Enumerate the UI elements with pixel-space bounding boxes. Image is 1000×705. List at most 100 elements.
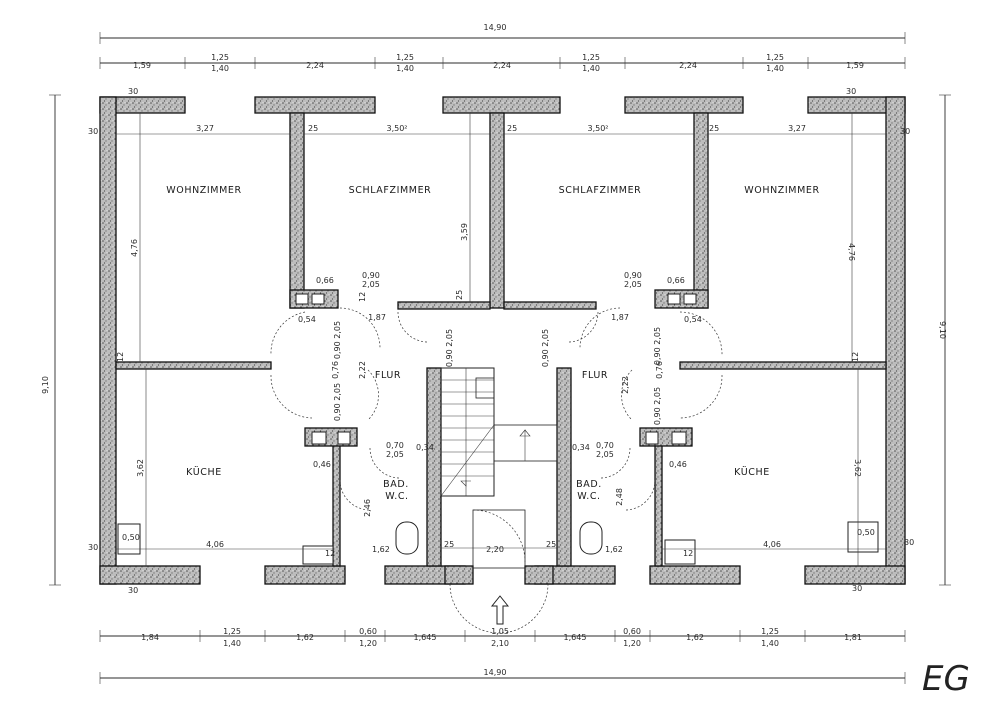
top-dim-6: 1,40 (396, 64, 414, 73)
door-dim: 0,90 2,05 (333, 321, 342, 359)
top-dim-12: 1,40 (766, 64, 784, 73)
wall-dim: 30 (904, 538, 914, 547)
wall-dim: 30 (128, 586, 138, 595)
room-label-wc-right: W.C. (577, 491, 600, 502)
dim-h-wohn-right: 4,76 (847, 243, 856, 261)
dim-bad-right: 2,48 (615, 488, 624, 506)
wall-dim: 12 (116, 352, 125, 362)
bottom-dim-11: 0,60 (623, 627, 641, 636)
small-dim: 0,54 (684, 315, 702, 324)
bottom-dim-12: 1,20 (623, 639, 641, 648)
door-dim: 0,90 2,05 (445, 329, 454, 367)
bottom-dim-16: 1,81 (844, 633, 862, 642)
door-dim: 2,05 (624, 280, 642, 289)
wall-thickness-labels: 30 30 30 30 30 30 30 30 25 25 25 25 25 2… (88, 87, 914, 595)
small-dim: 0,34 (572, 443, 590, 452)
small-dim: 0,54 (298, 315, 316, 324)
top-dimension-chain: 14,90 1,59 1,25 1,40 2,24 1,25 1,40 2,24… (99, 23, 906, 73)
small-dim: 1,62 (605, 545, 623, 554)
dim-bad-left: 2,46 (363, 499, 372, 517)
fixtures (117, 293, 879, 565)
room-label-schlafzimmer-left: SCHLAFZIMMER (349, 185, 432, 196)
dim-kueche-left-h: 3,62 (136, 459, 145, 477)
wall-dim: 30 (846, 87, 856, 96)
small-dim: 0,46 (669, 460, 687, 469)
bottom-dim-14: 1,25 (761, 627, 779, 636)
wall-dim: 30 (88, 543, 98, 552)
bottom-dim-15: 1,40 (761, 639, 779, 648)
dim-w1: 3,27 (196, 124, 214, 133)
wall-dim: 30 (900, 127, 910, 136)
top-dim-10: 2,24 (679, 61, 697, 70)
dim-h-wohn-left: 4,76 (130, 239, 139, 257)
room-label-kueche-left: KÜCHE (186, 467, 222, 478)
bottom-dim-1: 1,84 (141, 633, 159, 642)
bottom-total-dimension: 14,90 (484, 668, 507, 677)
top-total-dimension: 14,90 (484, 23, 507, 32)
door-dim: 0,70 (386, 441, 404, 450)
bottom-dim-7: 1,645 (414, 633, 437, 642)
top-dim-8: 1,25 (582, 53, 600, 62)
wall-dim: 12 (325, 549, 335, 558)
top-dim-2: 1,25 (211, 53, 229, 62)
room-label-kueche-right: KÜCHE (734, 467, 770, 478)
bottom-dim-9: 2,10 (491, 639, 509, 648)
bottom-dim-8: 1,05 (491, 627, 509, 636)
door-dim: 2,05 (596, 450, 614, 459)
door-dim: 0,90 (624, 271, 642, 280)
small-dim: 0,66 (667, 276, 685, 285)
bottom-dim-10: 1,645 (564, 633, 587, 642)
wall-dim: 12 (851, 352, 860, 362)
door-dim: 0,90 2,05 (653, 387, 662, 425)
staircase (440, 367, 558, 497)
top-dim-13: 1,59 (846, 61, 864, 70)
small-dimensions: 0,66 0,66 0,54 0,54 0,46 0,46 0,34 0,34 … (122, 271, 875, 554)
door-dim: 0,90 2,05 (541, 329, 550, 367)
wall-dim: 25 (709, 124, 719, 133)
top-dim-1: 1,59 (133, 61, 151, 70)
dim-kueche-right-w: 4,06 (763, 540, 781, 549)
chimney-icon (295, 293, 697, 445)
dim-kueche-right-h: 3,62 (853, 459, 862, 477)
top-dim-5: 1,25 (396, 53, 414, 62)
top-dim-11: 1,25 (766, 53, 784, 62)
small-dim: 0,46 (313, 460, 331, 469)
floor-label: EG (922, 659, 970, 699)
room-label-wohnzimmer-left: WOHNZIMMER (166, 185, 241, 196)
wall-dim: 25 (455, 290, 464, 300)
bottom-dim-2: 1,25 (223, 627, 241, 636)
small-dim: 1,62 (372, 545, 390, 554)
dim-w3: 3,50² (587, 124, 608, 133)
door-dim: 0,76 (655, 361, 664, 379)
entrance-arrow-icon (490, 595, 510, 625)
door-dim: 0,76 (331, 361, 340, 379)
wall-dim: 25 (507, 124, 517, 133)
dim-w4: 3,27 (788, 124, 806, 133)
wall-dim: 30 (128, 87, 138, 96)
wall-dim: 25 (444, 540, 454, 549)
dim-h-schlaf-left: 3,59 (460, 223, 469, 241)
room-label-wc-left: W.C. (385, 491, 408, 502)
top-dim-7: 2,24 (493, 61, 511, 70)
top-dim-4: 2,24 (306, 61, 324, 70)
door-dim: 2,05 (362, 280, 380, 289)
dim-w2: 3,50² (386, 124, 407, 133)
room-label-flur-left: FLUR (375, 370, 401, 381)
bottom-dim-6: 1,20 (359, 639, 377, 648)
bottom-dim-5: 0,60 (359, 627, 377, 636)
wall-dim: 25 (308, 124, 318, 133)
room-label-flur-right: FLUR (582, 370, 608, 381)
dim-flur-w-left: 1,87 (368, 313, 386, 322)
room-label-bad-right: BAD. (576, 479, 602, 490)
wall-dim: 30 (852, 584, 862, 593)
right-total-dimension: 9,10 (938, 321, 947, 339)
dim-entry-width: 2,20 (486, 545, 504, 554)
door-dim: 0,90 (362, 271, 380, 280)
small-dim: 0,66 (316, 276, 334, 285)
door-dim: 0,90 2,05 (653, 327, 662, 365)
walls (99, 96, 906, 585)
small-dim: 0,50 (122, 533, 140, 542)
bottom-dim-3: 1,40 (223, 639, 241, 648)
wall-dim: 12 (683, 549, 693, 558)
